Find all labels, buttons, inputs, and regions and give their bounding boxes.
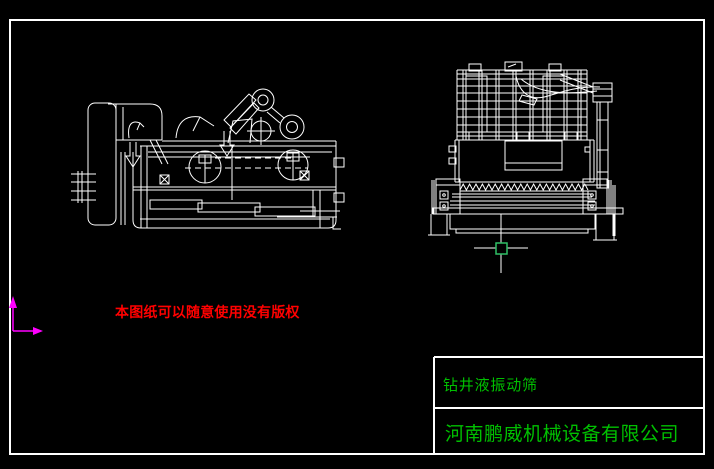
hook-detail [128,121,145,139]
border-rect [9,19,705,455]
title-block-lines [433,356,703,453]
side-view-drawing[interactable] [71,88,345,230]
down-arrow-icon [219,131,235,157]
copyright-note-text[interactable]: 本图纸可以随意使用没有版权 [115,305,300,321]
ucs-icon [9,296,43,335]
front-view-drawing[interactable] [428,61,624,241]
vibrator-motor[interactable] [223,88,305,145]
drawing-frame [9,19,705,455]
serrated-edge [459,182,589,192]
drawing-title-text[interactable]: 钻井液振动筛 [443,376,538,394]
ucs-y-arrowhead [9,296,17,308]
crosshair-cursor [474,226,528,273]
ucs-x-arrowhead [33,327,43,335]
pickbox [495,242,508,255]
company-name-text[interactable]: 河南鹏威机械设备有限公司 [445,423,680,445]
